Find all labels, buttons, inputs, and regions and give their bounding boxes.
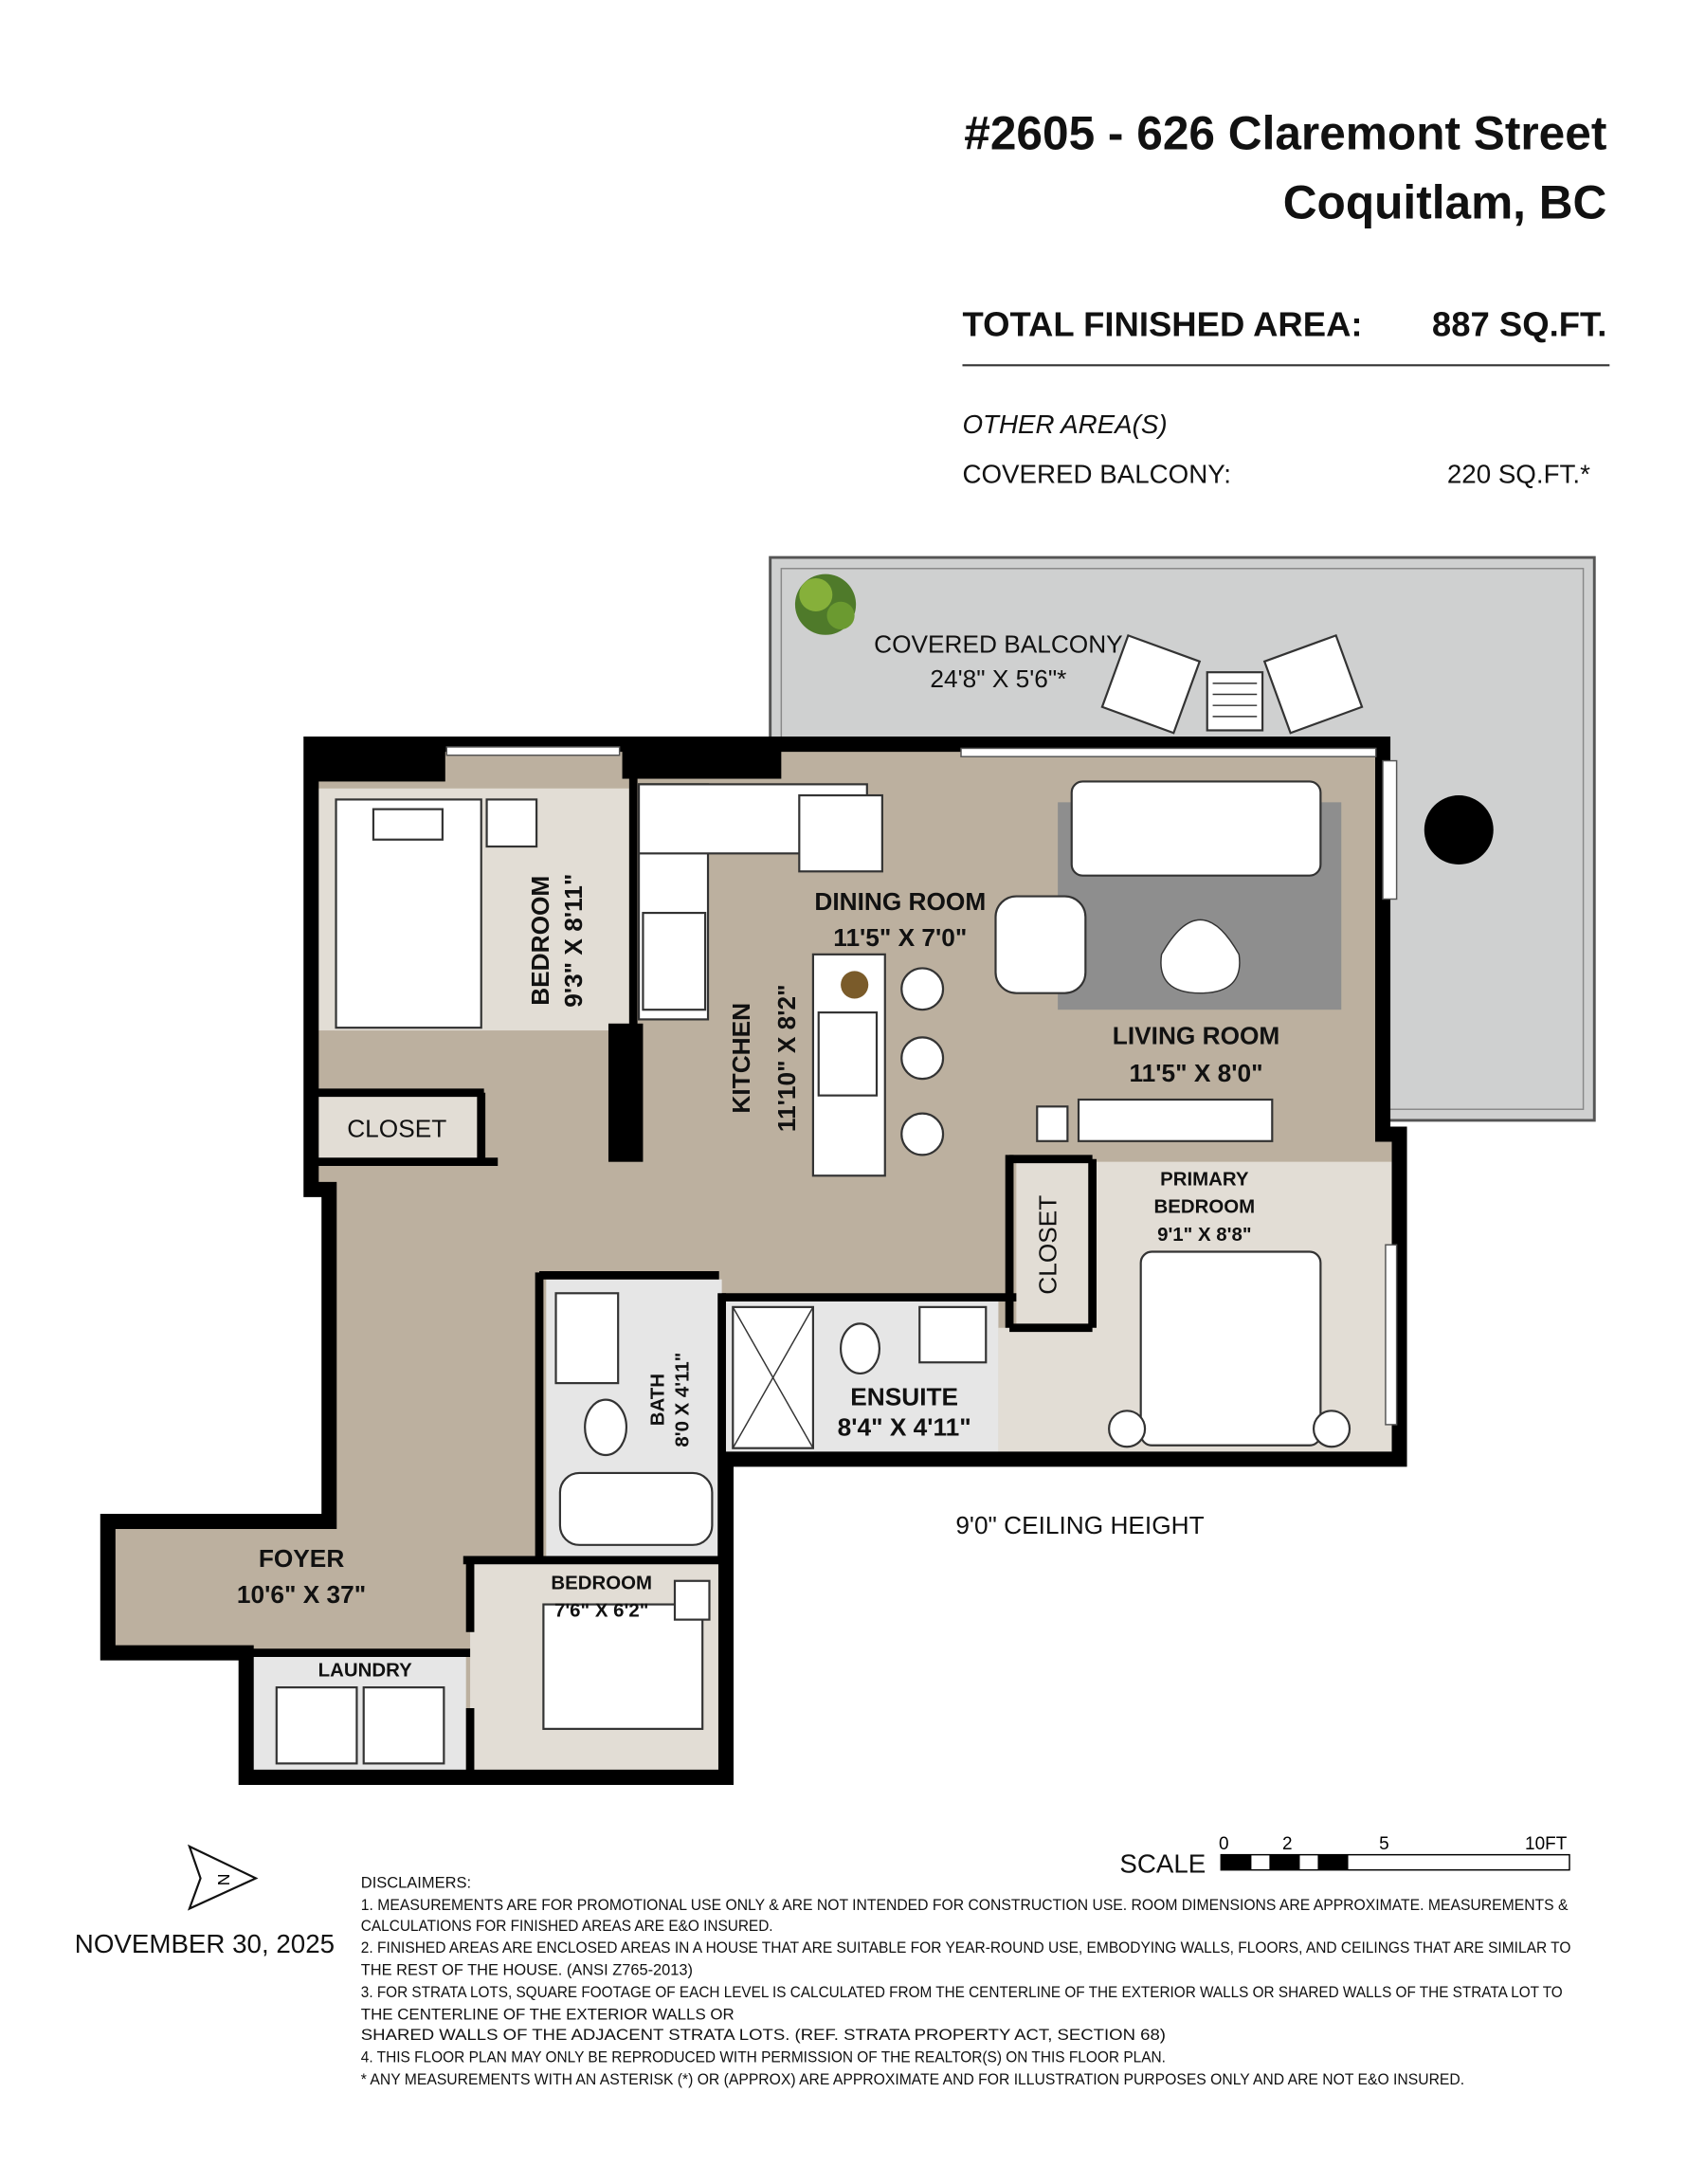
bathtub-icon: [558, 1471, 714, 1546]
laundry-name: LAUNDRY: [318, 1660, 412, 1681]
other-areas-label: OTHER AREA(S): [962, 410, 1167, 439]
fixtures: [275, 780, 1351, 1765]
address-line-2: Coquitlam, BC: [1283, 176, 1607, 229]
bedroom-1-name: BEDROOM: [526, 876, 554, 1006]
closet-1-name: CLOSET: [347, 1114, 446, 1142]
sink-icon: [817, 1011, 879, 1097]
balcony-chairs-icon: [1100, 633, 1364, 735]
fridge-icon: [798, 793, 883, 873]
total-area-label: TOTAL FINISHED AREA:: [962, 305, 1362, 344]
coffee-table-icon: [1160, 919, 1241, 994]
balcony-area-value: 220 SQ.FT.*: [1447, 459, 1590, 488]
disclaimer-line: 3. FOR STRATA LOTS, SQUARE FOOTAGE OF EA…: [361, 1984, 1563, 2001]
address-line-1: #2605 - 626 Claremont Street: [964, 107, 1606, 160]
bedroom-1-dims: 9'3" X 8'11": [559, 874, 588, 1008]
bath-dims: 8'0 X 4'11": [673, 1353, 694, 1447]
closet-2-name: CLOSET: [1034, 1195, 1062, 1295]
scale-label: SCALE: [1119, 1849, 1206, 1879]
disclaimer-line: SHARED WALLS OF THE ADJACENT STRATA LOTS…: [361, 2027, 1166, 2044]
primary-bedroom-name-1: PRIMARY: [1160, 1169, 1249, 1190]
living-room-dims: 11'5" X 8'0": [1130, 1059, 1263, 1087]
plant-icon: [794, 573, 857, 635]
primary-bedroom-name-2: BEDROOM: [1154, 1197, 1256, 1218]
scale-tick-0: 0: [1219, 1834, 1229, 1854]
bath-name: BATH: [647, 1374, 668, 1426]
tv-console-icon: [1077, 1098, 1274, 1142]
living-room-name: LIVING ROOM: [1113, 1022, 1279, 1050]
disclaimer-line: THE CENTERLINE OF THE EXTERIOR WALLS OR: [361, 2006, 735, 2023]
balcony-dims: 24'8" X 5'6"*: [930, 664, 1066, 693]
disclaimers-title: DISCLAIMERS:: [361, 1875, 471, 1892]
disclaimer-line: * ANY MEASUREMENTS WITH AN ASTERISK (*) …: [361, 2071, 1464, 2088]
fruit-bowl-icon: [841, 971, 869, 999]
nightstand-icon: [485, 798, 538, 848]
ensuite-toilet-icon: [839, 1322, 881, 1375]
plan-date: NOVEMBER 30, 2025: [75, 1929, 335, 1958]
total-area-value: 887 SQ.FT.: [1432, 305, 1606, 344]
scale-tick-10: 10FT: [1525, 1834, 1568, 1854]
kitchen-dims: 11'10" X 8'2": [772, 984, 801, 1132]
bedroom-2-name: BEDROOM: [551, 1574, 652, 1594]
kitchen-name: KITCHEN: [727, 1003, 755, 1114]
disclaimer-line: CALCULATIONS FOR FINISHED AREAS ARE E&O …: [361, 1918, 773, 1935]
room-labels: BEDROOM 9'3" X 8'11" CLOSET KITCHEN 11'1…: [237, 874, 1279, 1682]
bar-stools-icon: [900, 967, 945, 1156]
stove-icon: [642, 911, 707, 1011]
scale-bar: SCALE 0 2 5 10FT: [1119, 1834, 1570, 1879]
disclaimer-line: 2. FINISHED AREAS ARE ENCLOSED AREAS IN …: [361, 1939, 1571, 1956]
balcony-name: COVERED BALCONY: [874, 630, 1123, 659]
primary-bed-icon: [1139, 1250, 1322, 1447]
bedroom-2-dims: 7'6" X 6'2": [554, 1601, 648, 1622]
ensuite-dims: 8'4" X 4'11": [838, 1413, 971, 1442]
dining-room-dims: 11'5" X 7'0": [833, 923, 967, 952]
bath-vanity-icon: [554, 1292, 620, 1385]
walls: [100, 737, 1407, 1785]
washer-icon: [275, 1686, 358, 1765]
foyer-dims: 10'6" X 37": [237, 1580, 366, 1609]
balcony-area-label: COVERED BALCONY:: [962, 459, 1230, 488]
primary-bedroom-dims: 9'1" X 8'8": [1157, 1225, 1251, 1246]
disclaimer-line: 4. THIS FLOOR PLAN MAY ONLY BE REPRODUCE…: [361, 2049, 1166, 2066]
toilet-icon: [584, 1398, 628, 1457]
bedroom-2-bed-icon: [542, 1603, 704, 1730]
disclaimers: DISCLAIMERS: 1. MEASUREMENTS ARE FOR PRO…: [361, 1875, 1571, 2088]
north-label: N: [214, 1874, 233, 1886]
ensuite-vanity-icon: [918, 1305, 988, 1364]
dining-room-name: DINING ROOM: [814, 887, 986, 916]
armchair-icon: [994, 895, 1087, 994]
ensuite-name: ENSUITE: [850, 1382, 958, 1410]
scale-tick-5: 5: [1379, 1834, 1389, 1854]
dryer-icon: [362, 1686, 445, 1765]
disclaimer-line: 1. MEASUREMENTS ARE FOR PROMOTIONAL USE …: [361, 1897, 1569, 1914]
sofa-icon: [1070, 780, 1322, 877]
header: #2605 - 626 Claremont Street Coquitlam, …: [962, 107, 1610, 488]
foyer-name: FOYER: [259, 1544, 344, 1573]
balcony-table-icon: [1424, 795, 1494, 864]
ceiling-height: 9'0" CEILING HEIGHT: [955, 1511, 1204, 1539]
disclaimer-line: THE REST OF THE HOUSE. (ANSI Z765-2013): [361, 1962, 693, 1979]
scale-tick-2: 2: [1282, 1834, 1293, 1854]
north-arrow-icon: N: [187, 1844, 259, 1911]
